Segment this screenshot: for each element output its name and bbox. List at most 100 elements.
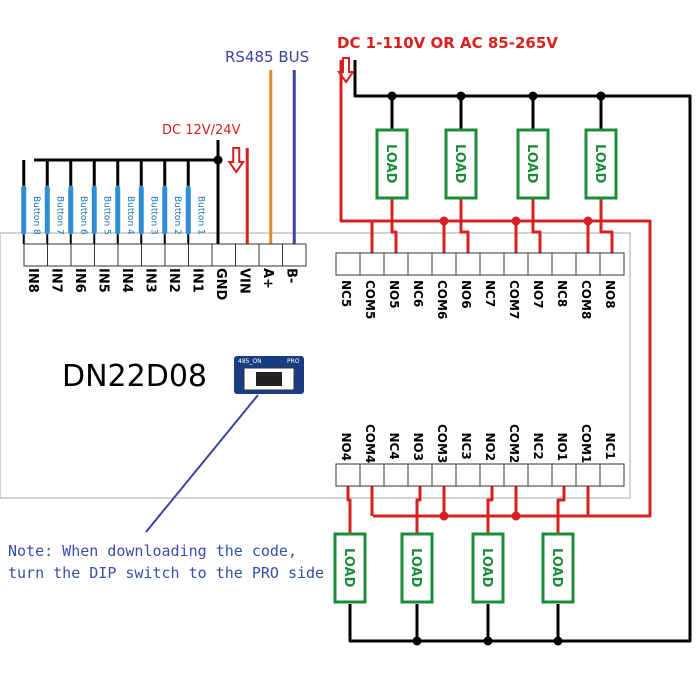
relay-terminal-top-cell [455,252,481,276]
input-terminal-label: IN2 [166,268,181,293]
relay-bottom-label: COM1 [579,424,593,463]
relay-terminal-top-cell [599,252,625,276]
relay-bottom-label: COM3 [435,424,449,463]
relay-terminal-bottom-cell [383,463,409,487]
button-label: Button 2 [172,196,182,235]
red-junction [439,216,449,226]
button-label: Button 8 [31,196,41,235]
load-top-label: LOAD [592,144,607,184]
button-label: Button 1 [195,196,205,235]
relay-terminal-bottom-cell [503,463,529,487]
input-terminal-label: A+ [260,268,275,289]
ac-arrow [337,57,355,84]
load-bottom [333,532,367,604]
relay-terminal-top-cell [575,252,601,276]
input-terminal-label: IN4 [119,268,134,293]
no-top-wire [390,221,398,253]
input-terminal-label: GND [213,268,228,301]
black-junction [528,91,538,101]
relay-bottom-label: NO3 [411,433,425,462]
input-terminal-cell [23,243,48,267]
relay-bottom-label: NC3 [459,433,473,460]
no-top-wire [459,221,470,253]
black-junction [553,636,563,646]
dc-input-label: DC 12V/24V [162,123,241,138]
terminal-blocks [23,243,625,487]
relay-top-label: NC8 [555,280,569,307]
relay-terminal-bottom-cell [431,463,457,487]
note-pointer-line [145,394,259,533]
relay-terminal-bottom-cell [335,463,361,487]
relay-top-label: NC5 [339,280,353,307]
dip-switch-485-label: 485_ON [238,358,262,365]
relay-top-label: COM8 [579,280,593,319]
relay-terminal-top-cell [479,252,505,276]
dip-switch-slider[interactable] [256,372,282,386]
relay-terminal-bottom-cell [455,463,481,487]
relay-terminal-top-cell [503,252,529,276]
relay-top-label: NO7 [531,280,545,309]
input-terminal-cell [94,243,119,267]
input-terminal-cell [117,243,142,267]
button-label: Button 4 [125,196,135,235]
input-terminal-label: B- [283,268,298,283]
relay-bottom-label: NO4 [339,433,353,462]
input-terminal-cell [70,243,95,267]
dip-switch[interactable]: 485_ON PRO [234,356,304,394]
load-bottom-label: LOAD [479,548,494,588]
note-line-2: turn the DIP switch to the PRO side [8,564,325,582]
load-top [444,128,478,200]
black-junction [596,91,606,101]
relay-bottom-label: NO2 [483,433,497,462]
black-junction [412,636,422,646]
load-bottom [400,532,434,604]
input-terminal-cell [282,243,307,267]
rs485-label: RS485 BUS [225,48,309,66]
relay-terminal-bottom-cell [479,463,505,487]
relay-top-label: NO5 [387,280,401,309]
power-supply-label: DC 1-110V OR AC 85-265V [337,34,558,52]
relay-top-label: COM6 [435,280,449,319]
note-line-1: Note: When downloading the code, [8,542,297,560]
relay-bottom-label: NC4 [387,433,401,460]
vin-arrow [227,147,246,174]
relay-top-label: NO6 [459,280,473,309]
input-terminal-label: IN5 [95,268,110,293]
load-top [375,128,409,200]
relay-terminal-top-cell [335,252,361,276]
no-bottom-wire [556,486,566,534]
load-bottom-label: LOAD [408,548,423,588]
input-terminal-cell [164,243,189,267]
load-top-label: LOAD [452,144,467,184]
no-bottom-wire [346,486,352,534]
red-junction [511,216,521,226]
relay-terminal-top-cell [551,252,577,276]
relay-terminal-top-cell [407,252,433,276]
button-label: Button 7 [54,196,64,235]
input-terminal-label: IN6 [72,268,87,293]
load-top-label: LOAD [383,144,398,184]
dip-switch-pro-label: PRO [287,358,300,365]
input-terminal-label: VIN [236,268,251,294]
black-junction [456,91,466,101]
input-terminal-label: IN1 [189,268,204,293]
input-terminal-label: IN7 [48,268,63,293]
wires-front-layer [21,57,606,646]
board-outline [0,232,631,499]
bus-junction [213,155,223,165]
relay-terminal-top-cell [431,252,457,276]
load-bottom [541,532,575,604]
load-top [516,128,550,200]
load-bottom-label: LOAD [341,548,356,588]
relay-terminal-bottom-cell [599,463,625,487]
input-terminal-cell [141,243,166,267]
load-top [584,128,618,200]
red-junction [583,216,593,226]
relay-terminal-top-cell [527,252,553,276]
load-top-label: LOAD [524,144,539,184]
relay-terminal-bottom-cell [575,463,601,487]
relay-bottom-label: NO1 [555,433,569,462]
note-text: Note: When downloading the code, turn th… [8,540,338,584]
